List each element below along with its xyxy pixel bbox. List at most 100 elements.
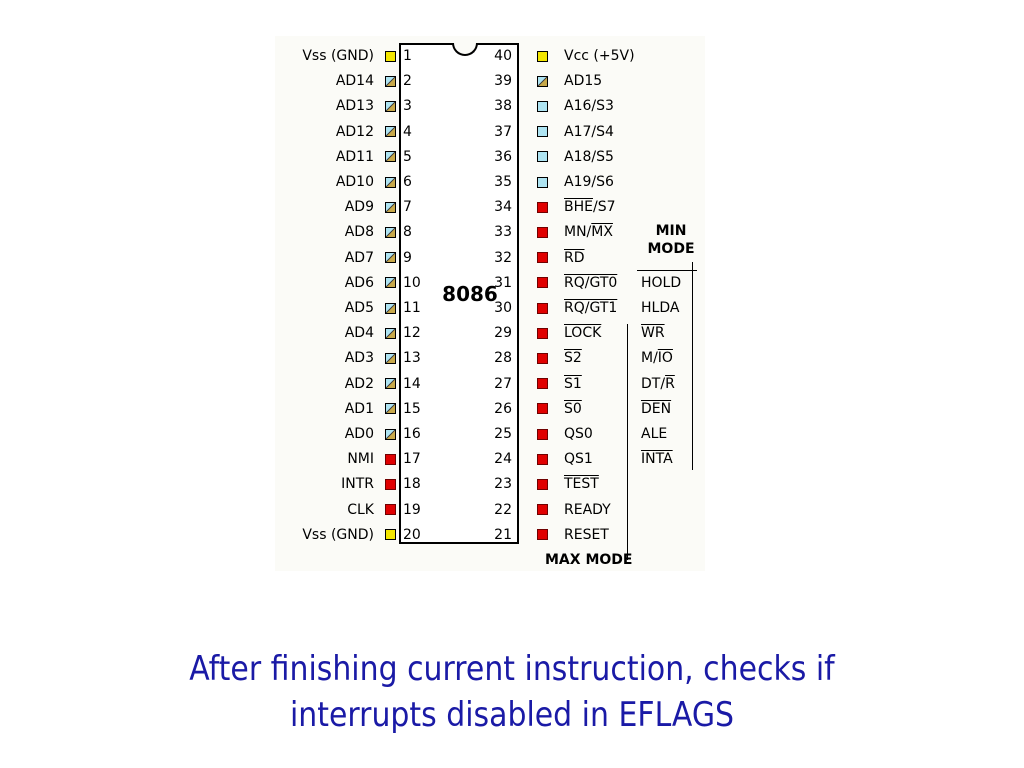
pin-number-left: 15 [403, 400, 421, 417]
pin-marker-left [385, 529, 396, 541]
pin-label-left: AD5 [344, 300, 374, 316]
pin-marker-right [537, 453, 548, 465]
pin-number-right: 34 [494, 199, 512, 216]
pin-marker-left [385, 201, 396, 213]
max-mode-bracket-line [627, 324, 628, 560]
pin-label-left: AD6 [344, 274, 374, 291]
pin-number-right: 38 [494, 98, 512, 115]
pin-marker-left [385, 352, 396, 364]
max-mode-header-word1: MAX [545, 552, 581, 568]
pin-label-right: LOCK [564, 325, 602, 342]
pin-label-right: S2 [564, 350, 582, 367]
pin-marker-left [385, 126, 396, 138]
pin-label-left: AD11 [335, 148, 374, 165]
pin-marker-right [537, 403, 548, 415]
pin-marker-left [385, 252, 396, 264]
pin-number-right: 31 [494, 274, 512, 291]
pin-number-right: 32 [494, 249, 512, 266]
min-mode-label: INTA [641, 451, 673, 468]
pin-label-left: AD1 [344, 400, 374, 417]
pin-marker-right [537, 50, 548, 62]
pin-marker-left [385, 453, 396, 465]
pin-marker-left [385, 327, 396, 339]
pin-label-right: QS0 [564, 426, 593, 442]
pin-label-left: AD2 [344, 375, 374, 392]
pin-number-right: 30 [494, 300, 512, 316]
min-mode-label: DT/R [641, 375, 675, 392]
pin-label-left: AD10 [335, 174, 374, 190]
pin-number-left: 5 [403, 148, 412, 165]
pin-marker-left [385, 302, 396, 314]
pin-number-left: 9 [403, 249, 412, 266]
pin-label-left: AD12 [335, 123, 374, 140]
pin-number-right: 36 [494, 148, 512, 165]
pin-number-left: 2 [403, 73, 412, 90]
pin-marker-right [537, 151, 548, 163]
pin-label-right: BHE/S7 [564, 199, 616, 216]
pin-marker-right [537, 327, 548, 339]
pin-marker-right [537, 478, 548, 490]
min-mode-label: HOLD [641, 274, 682, 291]
pin-number-left: 17 [403, 451, 421, 468]
pin-marker-left [385, 226, 396, 238]
pin-number-right: 33 [494, 224, 512, 241]
pin-marker-right [537, 100, 548, 112]
pin-number-right: 25 [494, 426, 512, 442]
pin-marker-right [537, 277, 548, 289]
pin-number-right: 29 [494, 325, 512, 342]
pin-number-right: 40 [494, 48, 512, 64]
pin-marker-right [537, 504, 548, 516]
pin-label-left: NMI [347, 451, 374, 468]
pin-marker-right [537, 378, 548, 390]
pin-label-right: S1 [564, 375, 582, 392]
pin-marker-right [537, 176, 548, 188]
pin-number-left: 19 [403, 501, 421, 518]
pin-label-right: AD15 [564, 73, 603, 90]
pin-marker-left [385, 75, 396, 87]
pin-number-left: 14 [403, 375, 421, 392]
pin-number-left: 12 [403, 325, 421, 342]
pin-number-right: 21 [494, 526, 512, 543]
pin-number-right: 28 [494, 350, 512, 367]
pin-label-right: RD [564, 249, 585, 266]
pin-marker-right [537, 75, 548, 87]
min-mode-header: MIN MODE [641, 222, 701, 258]
min-mode-label: DEN [641, 400, 672, 417]
pin-marker-right [537, 226, 548, 238]
max-mode-header: MAX MODE [545, 550, 632, 570]
pin-label-left: AD7 [344, 249, 374, 266]
pin-number-left: 6 [403, 174, 412, 190]
pin-number-right: 23 [494, 476, 512, 493]
min-mode-bracket-top [637, 270, 697, 271]
pin-number-left: 1 [403, 48, 412, 64]
pin-number-left: 11 [403, 300, 421, 316]
pin-label-right: TEST [564, 476, 599, 493]
pin-label-right: A18/S5 [564, 148, 614, 165]
chip-name: 8086 [442, 282, 498, 306]
pin-label-right: A17/S4 [564, 123, 614, 140]
pin-label-left: Vss (GND) [302, 48, 374, 64]
pin-label-left: Vss (GND) [302, 526, 374, 543]
pin-number-right: 35 [494, 174, 512, 190]
pin-number-left: 13 [403, 350, 421, 367]
pin-number-left: 10 [403, 274, 421, 291]
pin-label-left: AD9 [344, 199, 374, 216]
pin-number-left: 3 [403, 98, 412, 115]
pin-number-right: 39 [494, 73, 512, 90]
pin-number-right: 26 [494, 400, 512, 417]
pin-marker-right [537, 529, 548, 541]
pin-number-left: 20 [403, 526, 421, 543]
pin-number-right: 24 [494, 451, 512, 468]
pin-marker-right [537, 428, 548, 440]
pin-label-right: RESET [564, 526, 609, 543]
max-mode-header-word2: MODE [585, 552, 633, 568]
min-mode-header-line1: MIN [655, 223, 687, 239]
pin-label-left: AD8 [344, 224, 374, 241]
pin-number-left: 18 [403, 476, 421, 493]
pin-marker-left [385, 403, 396, 415]
pin-number-right: 37 [494, 123, 512, 140]
pin-marker-left [385, 176, 396, 188]
pin-label-right: MN/MX [564, 224, 613, 241]
pin-number-left: 7 [403, 199, 412, 216]
pin-marker-right [537, 252, 548, 264]
